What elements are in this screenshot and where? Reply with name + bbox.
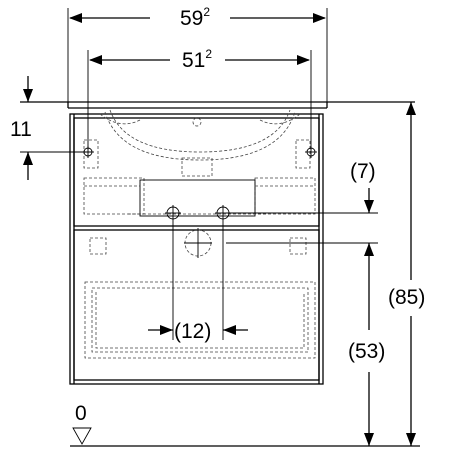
cabinet-body xyxy=(69,113,324,385)
inner-width-dimension: 512 xyxy=(87,47,312,150)
basin-outline xyxy=(99,109,301,161)
drain-fittings xyxy=(165,206,231,258)
upper-drawer-inner xyxy=(83,139,316,217)
top-offset-dimension: 11 xyxy=(10,76,92,180)
drain-spacing-dimension: (12) xyxy=(148,205,248,343)
drain-spacing-label: (12) xyxy=(174,320,211,343)
drain-offset-label: (7) xyxy=(350,160,376,183)
floor-level-marker: 0 xyxy=(72,402,92,445)
overall-width-dimension: 592 xyxy=(67,5,328,108)
floor-level-label: 0 xyxy=(75,402,87,425)
drain-offset-dimension: (7) xyxy=(226,160,378,214)
mounting-point-right xyxy=(305,146,317,158)
overall-height-dimension: (85) xyxy=(388,102,425,446)
inner-width-label: 512 xyxy=(182,47,212,72)
lower-height-dimension: (53) xyxy=(226,242,385,446)
countertop xyxy=(20,101,415,109)
overall-height-label: (85) xyxy=(388,286,425,309)
top-offset-label: 11 xyxy=(10,118,32,141)
overall-width-label: 592 xyxy=(180,5,210,30)
lower-height-label: (53) xyxy=(348,340,385,363)
lower-drawer-inner xyxy=(84,237,316,359)
